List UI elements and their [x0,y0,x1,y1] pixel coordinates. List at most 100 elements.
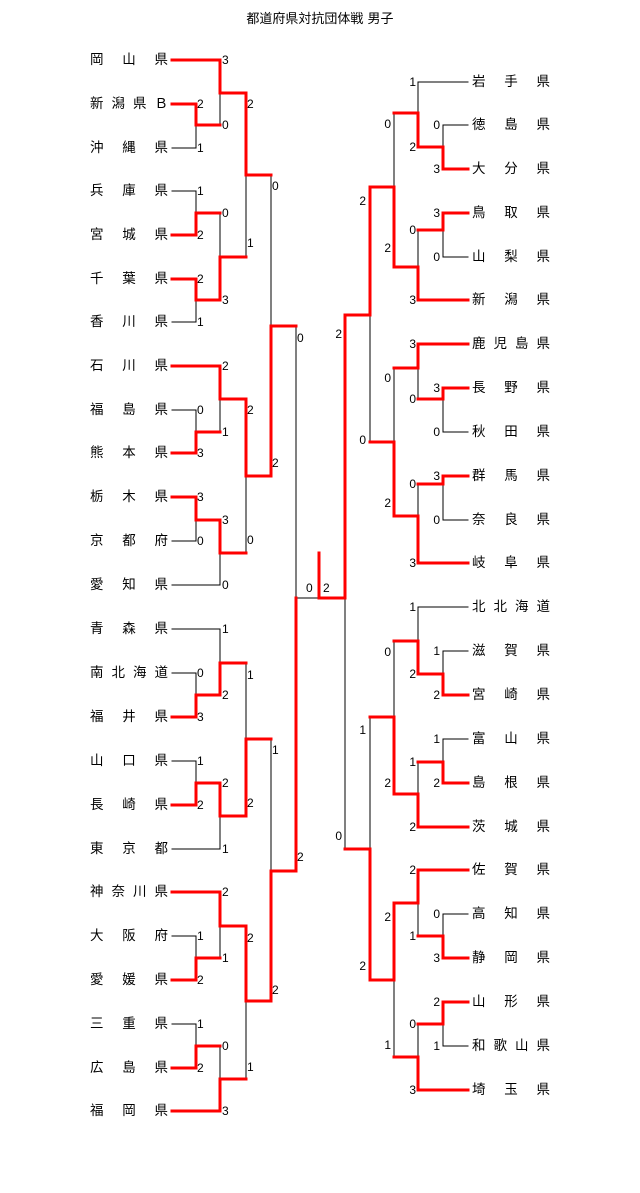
match-score: 1 [197,141,204,155]
team-name-left: 愛知県 [90,577,168,593]
match-score: 2 [433,995,440,1009]
match-score: 3 [433,469,440,483]
match-score: 0 [335,829,342,843]
match-score: 1 [247,668,254,682]
match-score: 3 [222,293,229,307]
match-score: 1 [222,425,229,439]
team-name-left: 東京都 [90,841,168,857]
match-score: 2 [247,796,254,810]
match-score: 2 [297,850,304,864]
team-name-right: 鳥取県 [472,205,550,221]
match-score: 1 [272,743,279,757]
team-name-left: 福島県 [90,402,168,418]
team-name-right: 長野県 [472,380,550,396]
match-score: 1 [433,732,440,746]
match-score: 2 [384,910,391,924]
match-score: 1 [433,1039,440,1053]
team-name-left: 福井県 [90,709,168,725]
match-score: 2 [197,973,204,987]
match-score: 0 [384,645,391,659]
team-name-left: 長崎県 [90,797,168,813]
match-score: 0 [433,907,440,921]
match-score: 3 [222,53,229,67]
match-score: 2 [359,194,366,208]
team-name-left: 宮城県 [90,227,168,243]
match-score: 1 [222,951,229,965]
match-score: 1 [222,842,229,856]
match-score: 0 [433,250,440,264]
match-score: 1 [409,75,416,89]
match-score: 3 [433,951,440,965]
match-score: 2 [197,1061,204,1075]
match-score: 2 [409,820,416,834]
match-score: 3 [197,490,204,504]
match-score: 0 [409,1017,416,1031]
match-score: 3 [197,446,204,460]
team-name-right: 新潟県 [472,292,550,308]
match-score: 2 [247,97,254,111]
match-score: 2 [247,403,254,417]
match-score: 0 [247,533,254,547]
match-score: 1 [409,929,416,943]
match-score: 0 [222,206,229,220]
match-score: 2 [335,327,342,341]
team-name-right: 鹿児島県 [472,336,550,352]
match-score: 0 [222,1039,229,1053]
match-score: 2 [272,983,279,997]
match-score: 2 [272,456,279,470]
match-score: 1 [409,755,416,769]
match-score: 3 [222,1104,229,1118]
match-score: 1 [359,723,366,737]
team-name-left: 千葉県 [90,271,168,287]
team-name-right: 群馬県 [472,468,550,484]
match-score: 0 [409,223,416,237]
team-name-right: 宮崎県 [472,687,550,703]
match-score: 1 [197,184,204,198]
match-score: 3 [433,206,440,220]
team-name-left: 香川県 [90,314,168,330]
match-score: 3 [409,556,416,570]
match-score: 2 [384,776,391,790]
team-name-left: 神奈川県 [90,884,168,900]
team-name-right: 岩手県 [472,74,550,90]
match-score: 3 [409,1083,416,1097]
match-score: 2 [197,228,204,242]
match-score: 2 [222,688,229,702]
match-score: 3 [433,162,440,176]
team-name-right: 奈良県 [472,512,550,528]
match-score: 2 [433,776,440,790]
team-name-left: 青森県 [90,621,168,637]
team-name-left: 石川県 [90,358,168,374]
match-score: 2 [359,959,366,973]
match-score: 0 [297,331,304,345]
match-score: 2 [409,667,416,681]
match-score: 1 [197,315,204,329]
match-score: 3 [409,293,416,307]
match-score: 0 [197,403,204,417]
team-name-right: 富山県 [472,731,550,747]
team-name-left: 兵庫県 [90,183,168,199]
team-name-left: 沖縄県 [90,140,168,156]
bracket-title: 都道府県対抗団体戦 男子 [246,12,394,27]
match-score: 3 [222,513,229,527]
match-score: 1 [197,754,204,768]
match-score: 2 [409,863,416,877]
final-score-right: 2 [323,581,330,595]
match-score: 1 [247,236,254,250]
team-name-right: 島根県 [472,775,550,791]
team-name-left: 広島県 [90,1060,168,1076]
team-name-left: 京都府 [90,533,168,549]
match-score: 0 [359,433,366,447]
match-score: 1 [247,1060,254,1074]
team-name-left: 三重県 [90,1016,168,1032]
match-score: 2 [247,931,254,945]
team-name-right: 静岡県 [472,950,550,966]
team-name-left: 福岡県 [90,1103,168,1119]
match-score: 0 [272,179,279,193]
match-score: 1 [433,644,440,658]
match-score: 2 [222,776,229,790]
team-name-left: 南北海道 [90,665,168,681]
match-score: 3 [433,381,440,395]
match-score: 2 [384,241,391,255]
team-name-right: 北北海道 [472,599,550,615]
